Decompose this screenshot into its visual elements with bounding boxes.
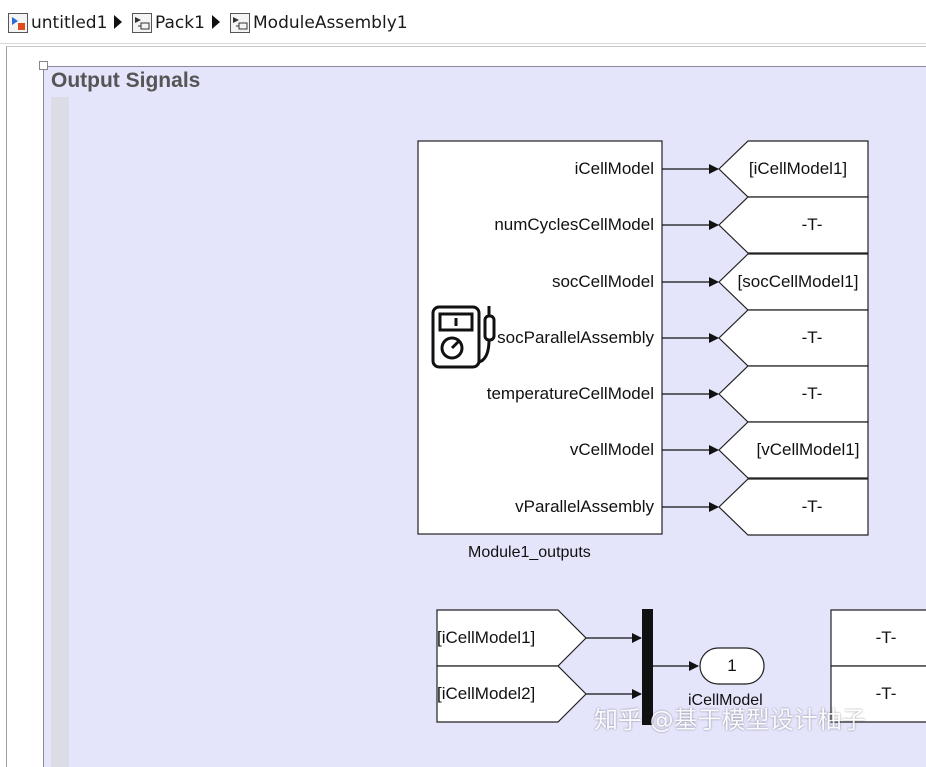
right-tag-label: -T- — [875, 628, 897, 647]
area-margin-strip — [51, 97, 69, 767]
chevron-right-icon — [212, 15, 220, 29]
right-goto-blocks[interactable] — [830, 609, 926, 723]
goto-lines — [662, 164, 719, 512]
breadcrumb-label: untitled1 — [31, 13, 108, 33]
breadcrumb-item-pack1[interactable]: Pack1 — [132, 12, 205, 34]
goto-tag-label: -T- — [801, 384, 823, 403]
area-resize-handle[interactable] — [39, 61, 48, 70]
mux-block[interactable] — [642, 609, 653, 725]
chevron-right-icon — [114, 15, 122, 29]
from-blocks[interactable] — [436, 609, 587, 723]
port-label: socCellModel — [551, 272, 654, 291]
model-icon — [8, 13, 28, 33]
goto-tag-label: -T- — [801, 215, 823, 234]
breadcrumb-item-untitled1[interactable]: untitled1 — [8, 12, 107, 34]
from-tag-label: [iCellModel2] — [437, 684, 536, 703]
breadcrumb-label: Pack1 — [155, 13, 205, 33]
area-title: Output Signals — [51, 69, 201, 92]
goto-block — [718, 478, 869, 536]
port-label: vCellModel — [569, 440, 654, 459]
port-label: vParallelAssembly — [515, 497, 654, 516]
port-label: numCyclesCellModel — [494, 215, 654, 234]
goto-tag-label: [vCellModel1] — [756, 440, 860, 459]
subsystem-icon — [230, 13, 250, 33]
from-block — [436, 609, 587, 667]
goto-tag-label: -T- — [801, 497, 823, 516]
from-tag-label: [iCellModel1] — [437, 628, 536, 647]
outport-block[interactable] — [699, 647, 765, 685]
goto-block — [718, 196, 869, 254]
outport-number: 1 — [727, 656, 737, 675]
module-block-name[interactable]: Module1_outputs — [468, 544, 591, 561]
outport-name[interactable]: iCellModel — [688, 692, 763, 709]
goto-tag-label: [socCellModel1] — [737, 272, 859, 291]
breadcrumb-label: ModuleAssembly1 — [253, 13, 408, 33]
goto-tag-label: -T- — [801, 328, 823, 347]
goto-blocks[interactable] — [718, 140, 869, 536]
port-label: iCellModel — [574, 159, 654, 178]
port-label: temperatureCellModel — [486, 384, 654, 403]
goto-tag-label: [iCellModel1] — [748, 159, 848, 178]
breadcrumb-item-moduleassembly1[interactable]: ModuleAssembly1 — [230, 12, 408, 34]
port-label: socParallelAssembly — [497, 328, 654, 347]
from-block — [436, 665, 587, 723]
watermark: 知乎 @基于模型设计柚子 — [594, 706, 866, 734]
subsystem-icon — [132, 13, 152, 33]
goto-block — [718, 421, 869, 479]
right-tag-label: -T- — [875, 684, 897, 703]
multimeter-icon — [431, 305, 496, 369]
breadcrumb: untitled1 Pack1 ModuleAssembly1 — [0, 0, 926, 44]
module-port-labels: iCellModel numCyclesCellModel socCellMod… — [418, 141, 654, 534]
